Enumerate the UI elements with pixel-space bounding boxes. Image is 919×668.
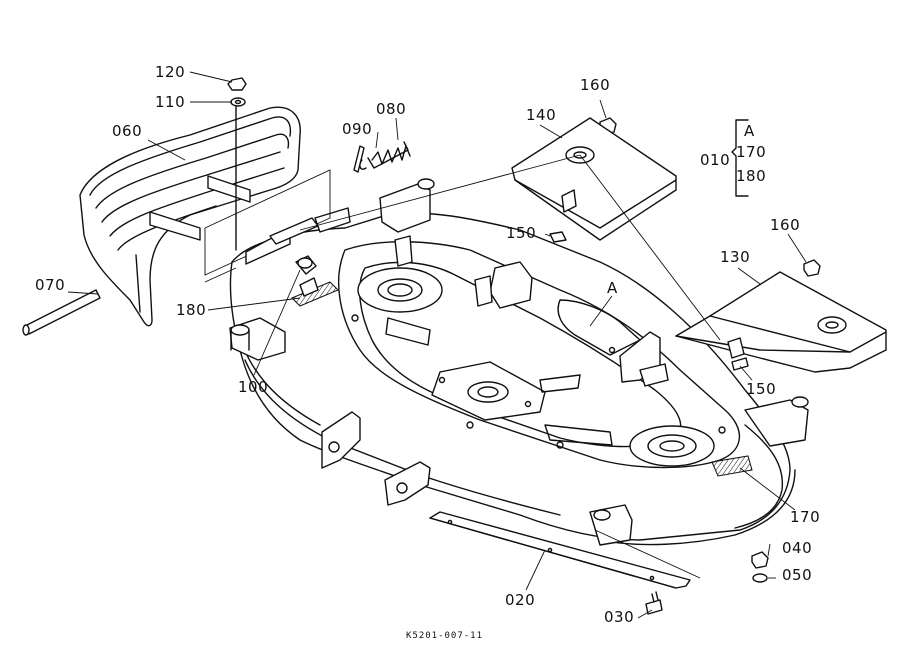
shield-130 bbox=[675, 271, 887, 373]
label-160-upper: 160 bbox=[580, 76, 610, 94]
kit-label-170: 170 bbox=[736, 143, 766, 161]
label-170: 170 bbox=[790, 508, 820, 526]
label-030: 030 bbox=[604, 608, 634, 626]
leader-lines bbox=[67, 71, 807, 619]
label-060: 060 bbox=[112, 122, 142, 140]
label-090: 090 bbox=[342, 120, 372, 138]
kit-label-a: A bbox=[744, 122, 755, 140]
clip-150-upper bbox=[549, 231, 567, 243]
label-130: 130 bbox=[720, 248, 750, 266]
label-140: 140 bbox=[526, 106, 556, 124]
spring-080 bbox=[359, 141, 411, 170]
label-050: 050 bbox=[782, 566, 812, 584]
guide-bracket-assembly bbox=[204, 105, 331, 283]
deck-brackets bbox=[229, 178, 809, 546]
label-120: 120 bbox=[155, 63, 185, 81]
label-180: 180 bbox=[176, 301, 206, 319]
baffle-020 bbox=[429, 511, 691, 589]
mower-deck-body bbox=[229, 212, 796, 546]
label-020: 020 bbox=[505, 591, 535, 609]
part-labels: 120 110 060 070 180 100 090 080 140 160 … bbox=[35, 63, 820, 626]
label-070: 070 bbox=[35, 276, 65, 294]
belt-cover-060 bbox=[79, 106, 301, 327]
label-marker-a: A bbox=[607, 279, 618, 297]
clip-150-lower bbox=[731, 357, 749, 371]
label-160-lower: 160 bbox=[770, 216, 800, 234]
label-080: 080 bbox=[376, 100, 406, 118]
shield-140 bbox=[511, 117, 677, 241]
label-100: 100 bbox=[238, 378, 268, 396]
pin-070 bbox=[22, 289, 101, 336]
label-150-upper: 150 bbox=[506, 224, 536, 242]
kit-label-180: 180 bbox=[736, 167, 766, 185]
footer-code: K5201-007-11 bbox=[406, 631, 483, 641]
label-150-lower: 150 bbox=[746, 380, 776, 398]
label-110: 110 bbox=[155, 93, 185, 111]
label-010: 010 bbox=[700, 151, 730, 169]
pin-090 bbox=[353, 145, 365, 173]
label-040: 040 bbox=[782, 539, 812, 557]
